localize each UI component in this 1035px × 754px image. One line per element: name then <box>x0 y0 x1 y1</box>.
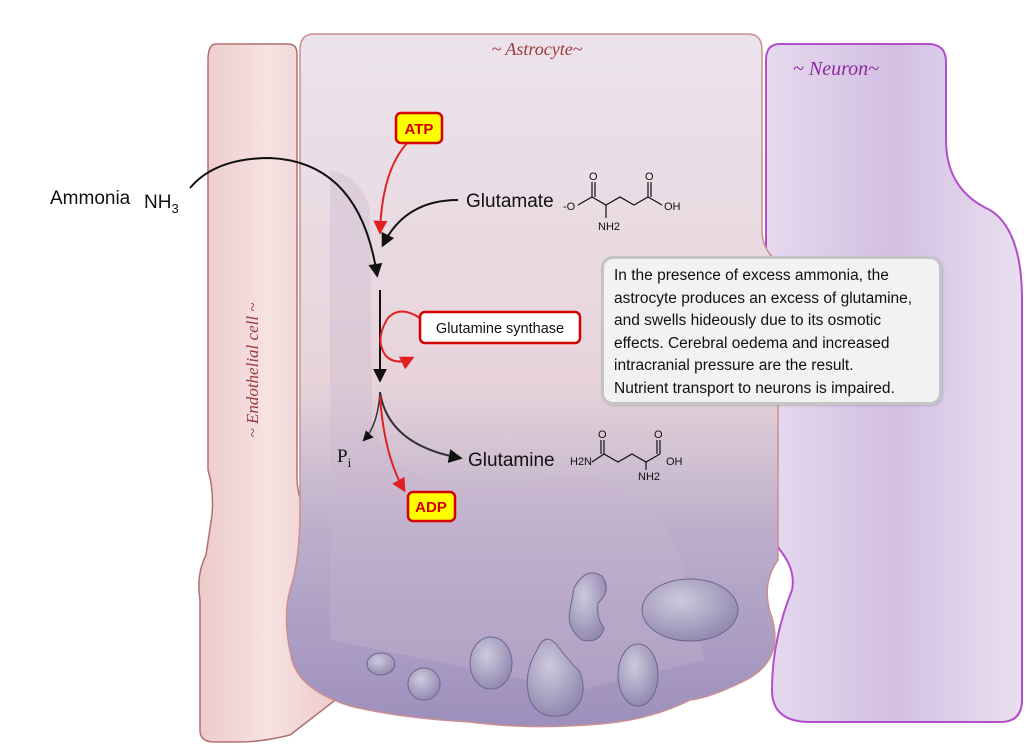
info-box: In the presence of excess ammonia, the a… <box>601 256 942 405</box>
glutamate-oh: OH <box>664 201 681 213</box>
glutamine-synthase-tag: Glutamine synthase <box>418 310 582 345</box>
glutamine-h2n: H2N <box>570 456 592 468</box>
glutamine-label: Glutamine <box>468 450 555 471</box>
glutamate-label: Glutamate <box>466 191 554 212</box>
svg-text:Glutamine synthase: Glutamine synthase <box>436 321 564 337</box>
glutamine-structure <box>591 440 661 470</box>
svg-text:ATP: ATP <box>405 121 434 138</box>
svg-text:ADP: ADP <box>415 499 447 516</box>
glutamate-o-left: O <box>589 171 598 183</box>
glutamate-o-right: O <box>645 171 654 183</box>
info-line: Nutrient transport to neurons is impaire… <box>614 379 895 397</box>
info-line: In the presence of excess ammonia, the <box>614 267 889 284</box>
astrocyte-cell <box>285 33 779 728</box>
glutamate-o-minus: -O <box>563 201 576 213</box>
ammonia-formula: NH3 <box>144 192 179 216</box>
enzyme-loop-arrow <box>379 310 421 370</box>
glutamine-o-left: O <box>598 429 607 441</box>
endothelial-title: ~ Endothelial cell ~ <box>243 302 262 437</box>
astrocyte-title: ~ Astrocyte~ <box>492 39 583 59</box>
info-line: intracranial pressure are the result. <box>614 357 854 374</box>
glutamate-arrow <box>381 199 459 248</box>
glutamate-structure <box>577 182 663 218</box>
adp-tag: ADP <box>406 490 457 523</box>
glutamine-oh: OH <box>666 456 683 468</box>
glutamine-nh2: NH2 <box>638 471 660 483</box>
atp-tag: ATP <box>394 111 444 145</box>
glutamine-product-arrow <box>379 391 463 463</box>
glutamate-nh2: NH2 <box>598 221 620 233</box>
phosphate-label: Pi <box>337 446 352 470</box>
ammonia-label: Ammonia <box>50 188 131 209</box>
astrocyte-process <box>330 170 705 690</box>
vacuoles <box>366 572 739 717</box>
glutamine-o-right: O <box>654 429 663 441</box>
info-line: astrocyte produces an excess of glutamin… <box>614 289 913 307</box>
atp-arrow <box>373 141 409 235</box>
info-line: effects. Cerebral oedema and increased <box>614 334 890 352</box>
neuron-title: ~ Neuron~ <box>793 58 879 80</box>
adp-arrow <box>379 395 406 493</box>
ammonia-arrow <box>189 156 383 278</box>
info-line: and swells hideously due to its osmotic <box>614 312 882 329</box>
